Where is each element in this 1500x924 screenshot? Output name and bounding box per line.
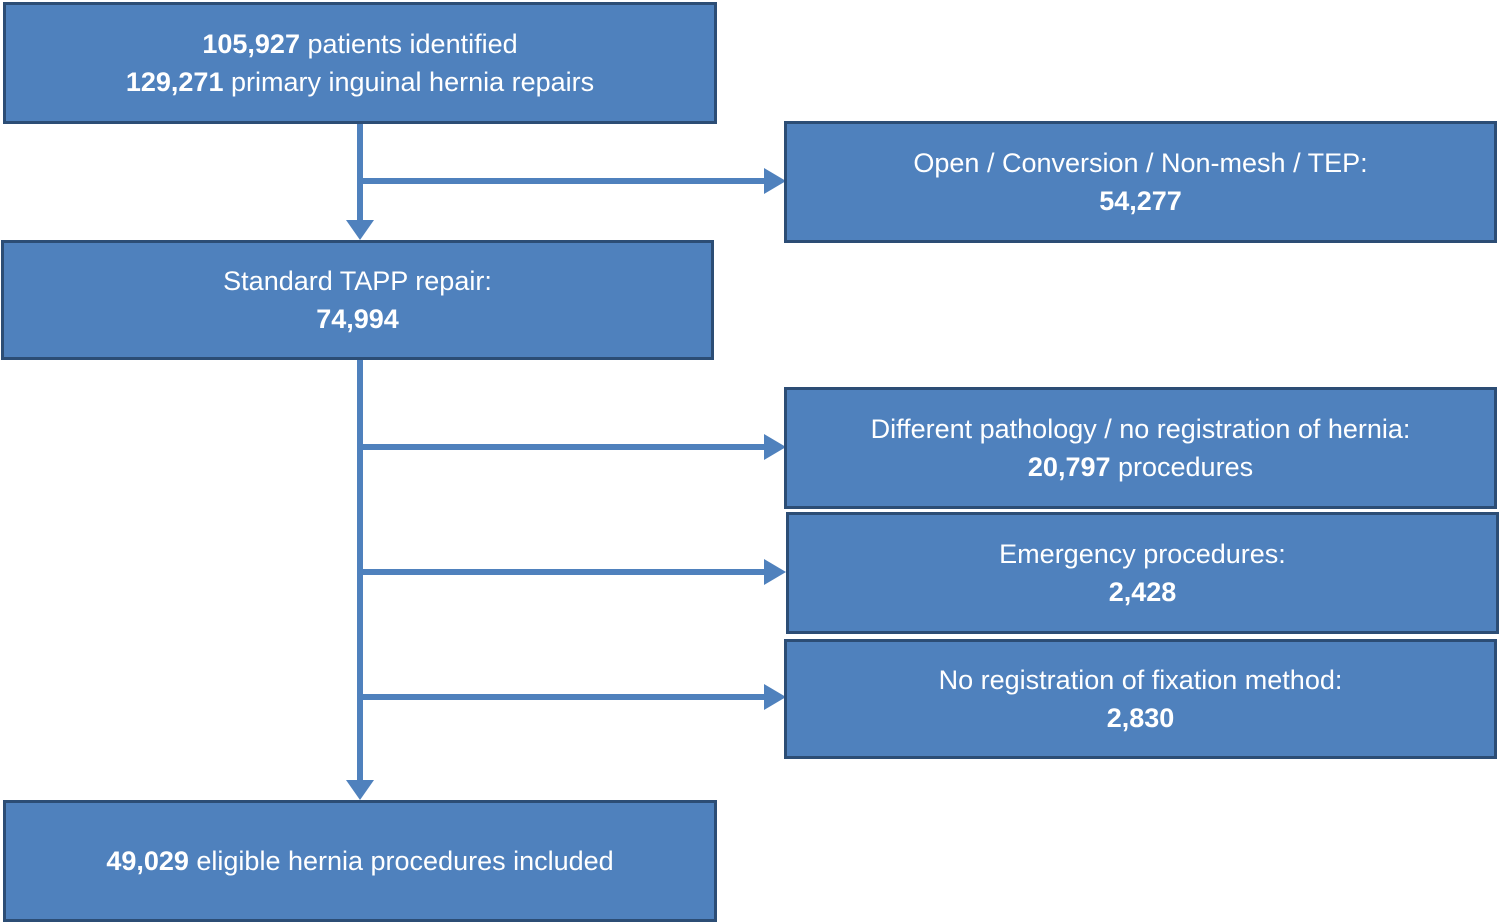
arrowhead-down-tapp — [346, 220, 374, 240]
box-patients-identified: 105,927 patients identified 129,271 prim… — [3, 2, 717, 124]
included-value: 49,029 — [106, 846, 189, 876]
standard-tapp-value: 74,994 — [316, 304, 399, 334]
standard-tapp-label: Standard TAPP repair: — [223, 266, 492, 296]
excluded-emergency-value: 2,428 — [1108, 577, 1177, 607]
repairs-count: 129,271 — [125, 67, 224, 97]
included-label: eligible hernia procedures included — [188, 846, 614, 876]
patients-label: patients identified — [299, 29, 518, 59]
included-line: 49,029 eligible hernia procedures includ… — [106, 842, 613, 880]
excluded-emergency-label: Emergency procedures: — [999, 539, 1286, 569]
excluded-fixation-value: 2,830 — [1106, 703, 1175, 733]
box-excluded-pathology: Different pathology / no registration of… — [784, 387, 1497, 509]
identified-line-2: 129,271 primary inguinal hernia repairs — [126, 63, 594, 101]
excluded-pathology-value: 20,797 — [1027, 452, 1111, 482]
box-included: 49,029 eligible hernia procedures includ… — [3, 800, 717, 922]
repairs-label: primary inguinal hernia repairs — [223, 67, 595, 97]
excluded-fixation-label: No registration of fixation method: — [938, 665, 1343, 695]
box-excluded-open: Open / Conversion / Non-mesh / TEP: 54,2… — [784, 121, 1497, 243]
arrowhead-right-fixation — [764, 684, 786, 710]
box-excluded-emergency: Emergency procedures: 2,428 — [786, 512, 1499, 634]
box-excluded-fixation: No registration of fixation method: 2,83… — [784, 639, 1497, 759]
excluded-open-value: 54,277 — [1099, 186, 1182, 216]
arrowhead-right-emergency — [764, 559, 786, 585]
excluded-pathology-value-line: 20,797 procedures — [1028, 448, 1253, 486]
identified-line-1: 105,927 patients identified — [202, 25, 517, 63]
arrowhead-right-open — [764, 168, 786, 194]
box-standard-tapp: Standard TAPP repair: 74,994 — [1, 240, 714, 360]
patients-count: 105,927 — [202, 29, 300, 59]
arrowhead-down-included — [346, 780, 374, 800]
excluded-pathology-unit: procedures — [1110, 452, 1254, 482]
excluded-open-label: Open / Conversion / Non-mesh / TEP: — [913, 148, 1368, 178]
excluded-pathology-label: Different pathology / no registration of… — [870, 414, 1411, 444]
arrowhead-right-pathology — [764, 434, 786, 460]
